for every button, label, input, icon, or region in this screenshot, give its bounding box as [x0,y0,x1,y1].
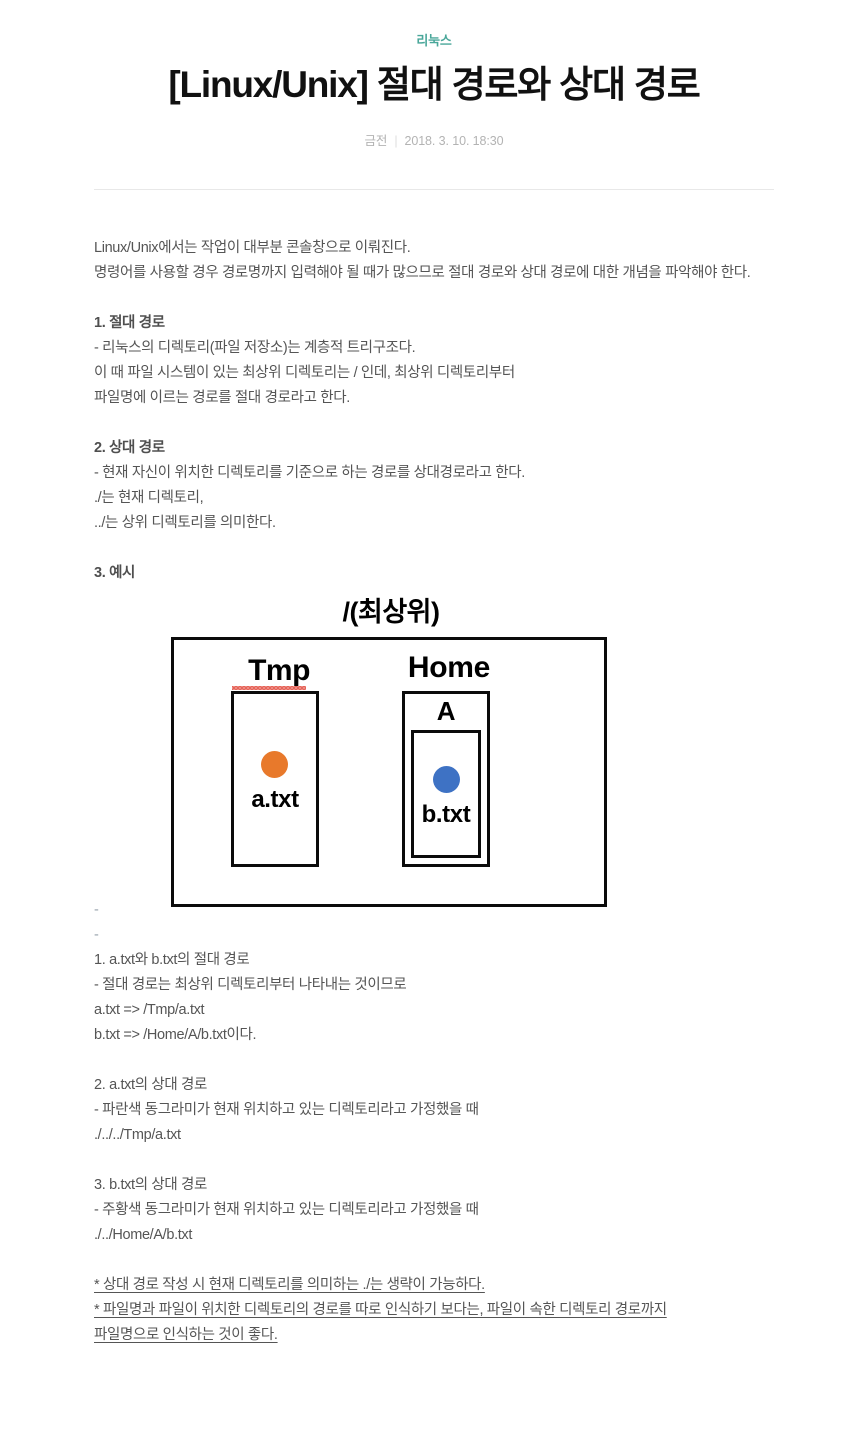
note-line-3: 파일명으로 인식하는 것이 좋다. [94,1326,278,1343]
diagram-tmp-box [231,690,319,867]
spacer [94,1048,774,1073]
spacer [94,1148,774,1173]
example2-line-1: - 파란색 동그라미가 현재 위치하고 있는 디렉토리라고 가정했을 때 [94,1101,479,1118]
intro-line-2: 명령어를 사용할 경우 경로명까지 입력해야 될 때가 많으므로 절대 경로와 … [94,264,751,281]
dash-line-1: - [94,901,99,918]
section2-line-2: ./는 현재 디렉토리, [94,489,204,506]
example1-line-3: b.txt => /Home/A/b.txt이다. [94,1026,257,1043]
intro-line-1: Linux/Unix에서는 작업이 대부분 콘솔창으로 이뤄진다. [94,239,411,256]
dash-line-2: - [94,926,99,943]
example3-line-1: - 주황색 동그라미가 현재 위치하고 있는 디렉토리라고 가정했을 때 [94,1201,479,1218]
example3-heading: 3. b.txt의 상대 경로 [94,1176,208,1193]
section1-line-2: 이 때 파일 시스템이 있는 최상위 디렉토리는 / 인데, 최상위 디렉토리부… [94,364,515,381]
spellcheck-squiggle-icon [232,685,306,690]
post-category[interactable]: 리눅스 [416,33,452,48]
diagram-home-label: Home [407,650,491,684]
diagram-a-box [411,729,481,858]
diagram-a-label: A [436,695,456,726]
section2-heading: 2. 상대 경로 [94,439,165,456]
note-line-1: * 상대 경로 작성 시 현재 디렉토리를 의미하는 ./는 생략이 가능하다. [94,1276,485,1293]
meta-separator: | [394,133,398,148]
filesystem-diagram: /(최상위) Tmp a.txt Home A b.txt [94,596,774,907]
example1-heading: 1. a.txt와 b.txt의 절대 경로 [94,951,250,968]
section1-line-1: - 리눅스의 디렉토리(파일 저장소)는 계층적 트리구조다. [94,339,416,356]
section1-line-3: 파일명에 이르는 경로를 절대 경로라고 한다. [94,389,350,406]
diagram-btxt-label: b.txt [421,800,471,828]
post-author: 금전 [364,133,388,148]
example2-heading: 2. a.txt의 상대 경로 [94,1076,208,1093]
spacer [94,1248,774,1273]
section2-line-3: ../는 상위 디렉토리를 의미한다. [94,514,276,531]
header-divider [94,188,774,190]
post-header: 리눅스 [Linux/Unix] 절대 경로와 상대 경로 금전 | 2018. 3… [0,0,868,149]
example1-line-2: a.txt => /Tmp/a.txt [94,1001,205,1018]
section1-heading: 1. 절대 경로 [94,314,165,331]
diagram-root-label: /(최상위) [342,596,440,627]
example1-line-1: - 절대 경로는 최상위 디렉토리부터 나타내는 것이므로 [94,976,407,993]
note-line-2: * 파일명과 파일이 위치한 디렉토리의 경로를 따로 인식하기 보다는, 파일… [94,1301,667,1318]
example2-line-2: ./../../Tmp/a.txt [94,1126,181,1143]
orange-circle-icon [261,750,288,778]
section3-heading: 3. 예시 [94,564,136,581]
spacer [94,411,774,436]
blog-post-page: 리눅스 [Linux/Unix] 절대 경로와 상대 경로 금전 | 2018. 3… [0,0,868,1348]
spacer [94,286,774,311]
post-date: 2018. 3. 10. 18:30 [404,133,504,148]
post-meta: 금전 | 2018. 3. 10. 18:30 [0,130,868,149]
spacer [94,536,774,561]
blue-circle-icon [433,765,460,793]
diagram-tmp-label: Tmp [248,653,310,687]
post-body: Linux/Unix에서는 작업이 대부분 콘솔창으로 이뤄진다. 명령어를 사… [0,190,868,1348]
section2-line-1: - 현재 자신이 위치한 디렉토리를 기준으로 하는 경로를 상대경로라고 한다… [94,464,525,481]
page-title: [Linux/Unix] 절대 경로와 상대 경로 [168,63,700,105]
diagram-atxt-label: a.txt [251,785,299,813]
example3-line-2: ./../Home/A/b.txt [94,1226,192,1243]
